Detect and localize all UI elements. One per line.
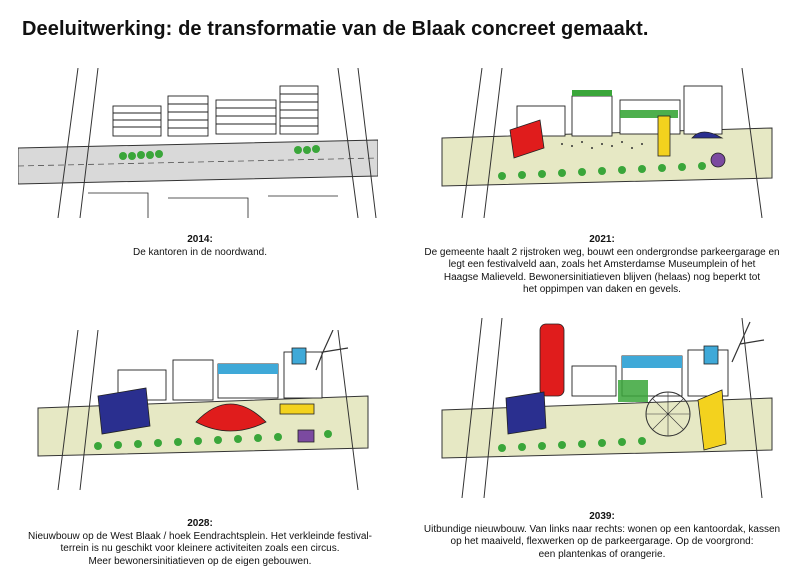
sketch-2021 bbox=[422, 68, 782, 218]
caption-year: 2021: bbox=[589, 234, 615, 245]
page-title: Deeluitwerking: de transformatie van de … bbox=[22, 18, 649, 40]
sketch-2039 bbox=[422, 318, 782, 498]
caption-line: legt een festivalveld aan, zoals het Ams… bbox=[448, 259, 756, 270]
caption-year: 2039: bbox=[589, 511, 615, 522]
sketch-2014 bbox=[18, 68, 378, 218]
caption-line: Uitbundige nieuwbouw. Van links naar rec… bbox=[423, 523, 781, 535]
caption-year: 2028: bbox=[187, 518, 213, 529]
caption-2014: 2014: De kantoren in de noordwand. bbox=[10, 234, 390, 259]
sketch-2028 bbox=[18, 330, 378, 490]
caption-line: De kantoren in de noordwand. bbox=[133, 246, 267, 258]
caption-2021: 2021: De gemeente haalt 2 rijstroken weg… bbox=[412, 234, 792, 297]
caption-line: Meer bewonersinitiatieven op de eigen ge… bbox=[88, 555, 312, 567]
caption-line: Nieuwbouw op de West Blaak / hoek Eendra… bbox=[28, 530, 372, 542]
caption-line: Haagse Malieveld. Bewonersinitiatieven b… bbox=[443, 271, 761, 283]
caption-year: 2014: bbox=[187, 234, 213, 245]
caption-line: een plantenkas of orangerie. bbox=[538, 548, 666, 560]
caption-2028: 2028: Nieuwbouw op de West Blaak / hoek … bbox=[10, 518, 390, 568]
caption-line: het oppimpen van daken en gevels. bbox=[523, 284, 681, 295]
caption-line: De gemeente haalt 2 rijstroken weg, bouw… bbox=[424, 246, 780, 258]
caption-line: op het maaiveld, flexwerken op de parkee… bbox=[450, 536, 754, 547]
caption-2039: 2039: Uitbundige nieuwbouw. Van links na… bbox=[412, 511, 792, 561]
caption-line: terrein is nu geschikt voor kleinere act… bbox=[60, 543, 340, 554]
